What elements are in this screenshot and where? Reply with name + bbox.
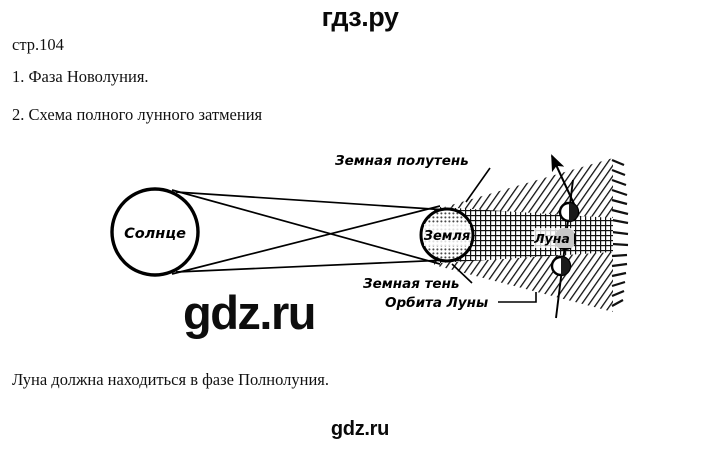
moon-phase-shading-after [561, 257, 570, 275]
orbit-direction-arrow [551, 154, 575, 205]
penumbra-feather-edge [611, 158, 629, 307]
answer-item-2: 2. Схема полного лунного затмения [12, 105, 263, 124]
page-reference-text: стр.104 [12, 35, 64, 54]
lunar-eclipse-diagram: Солнце Земля [0, 140, 720, 330]
center-watermark: gdz.ru [183, 286, 316, 339]
earth-label-backdrop [424, 224, 470, 246]
site-header-brand: гдз.ру [321, 2, 399, 32]
umbra-leader-line [451, 263, 473, 284]
moon-orbit-leader-line [498, 292, 537, 303]
sun-body [110, 187, 200, 277]
tangent-light-rays [171, 189, 448, 275]
moon-orbit-annotation-label: Орбита Луны [385, 295, 488, 311]
moon-label-backdrop [534, 228, 574, 248]
moon-label: Луна [533, 231, 570, 246]
answer-item-1: 1. Фаза Новолуния. [12, 67, 149, 86]
eclipse-schematic-svg: Солнце Земля [110, 153, 629, 319]
moon-phase-shading-before [569, 203, 578, 221]
sun-label: Солнце [124, 226, 186, 242]
penumbra-annotation-label: Земная полутень [335, 153, 469, 169]
umbra-annotation-label: Земная тень [363, 276, 459, 292]
site-footer-brand: gdz.ru [330, 418, 390, 440]
earth-label: Земля [424, 229, 471, 244]
penumbra-leader-line [465, 167, 491, 203]
closing-answer-text: Луна должна находиться в фазе Полнолуния… [12, 370, 329, 389]
